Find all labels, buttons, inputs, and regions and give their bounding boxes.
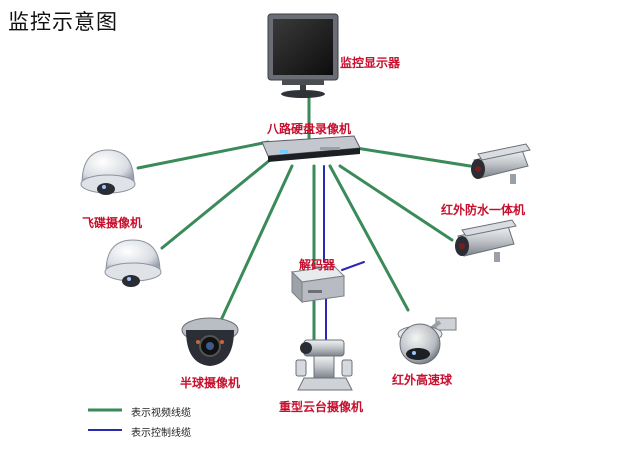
- decoder-label: 解码器: [299, 258, 336, 272]
- dome-camera-label: 半球摄像机: [180, 376, 241, 390]
- ufo-camera-icon: [80, 149, 136, 195]
- dvr-label: 八路硬盘录像机: [267, 122, 352, 136]
- legend-control-label: 表示控制线缆: [131, 428, 191, 439]
- monitor-label: 监控显示器: [340, 56, 401, 70]
- ufo-camera-icon-2: [104, 239, 162, 287]
- speed-dome-icon: [397, 317, 457, 365]
- legend-video-label: 表示视频线缆: [131, 408, 191, 419]
- video-cable-ufo-camera-2: [160, 158, 272, 250]
- bullet-camera-icon: [471, 143, 531, 184]
- video-cable-ufo-camera-1: [136, 140, 270, 170]
- bullet-camera-icon-2: [455, 219, 517, 262]
- video-cable-speed-dome: [328, 164, 410, 312]
- speed-dome-label: 红外高速球: [392, 373, 453, 387]
- video-cable-dome-camera: [220, 164, 294, 320]
- dome-camera-icon: [181, 317, 239, 366]
- video-cable-ir-camera-2: [338, 164, 454, 242]
- dvr-icon: [261, 135, 361, 162]
- monitor-icon: [267, 13, 339, 98]
- control-cable-decoder-speed-dome: [341, 261, 365, 271]
- video-cable-ir-camera-1: [354, 146, 472, 168]
- ptz-camera-icon: [295, 339, 353, 391]
- ufo-camera-label: 飞碟摄像机: [82, 216, 143, 230]
- ptz-camera-label: 重型云台摄像机: [279, 400, 364, 414]
- decoder-icon: [290, 265, 346, 304]
- page-title: 监控示意图: [8, 10, 118, 34]
- cable-group: [136, 92, 472, 342]
- ir-camera-label: 红外防水一体机: [441, 203, 526, 217]
